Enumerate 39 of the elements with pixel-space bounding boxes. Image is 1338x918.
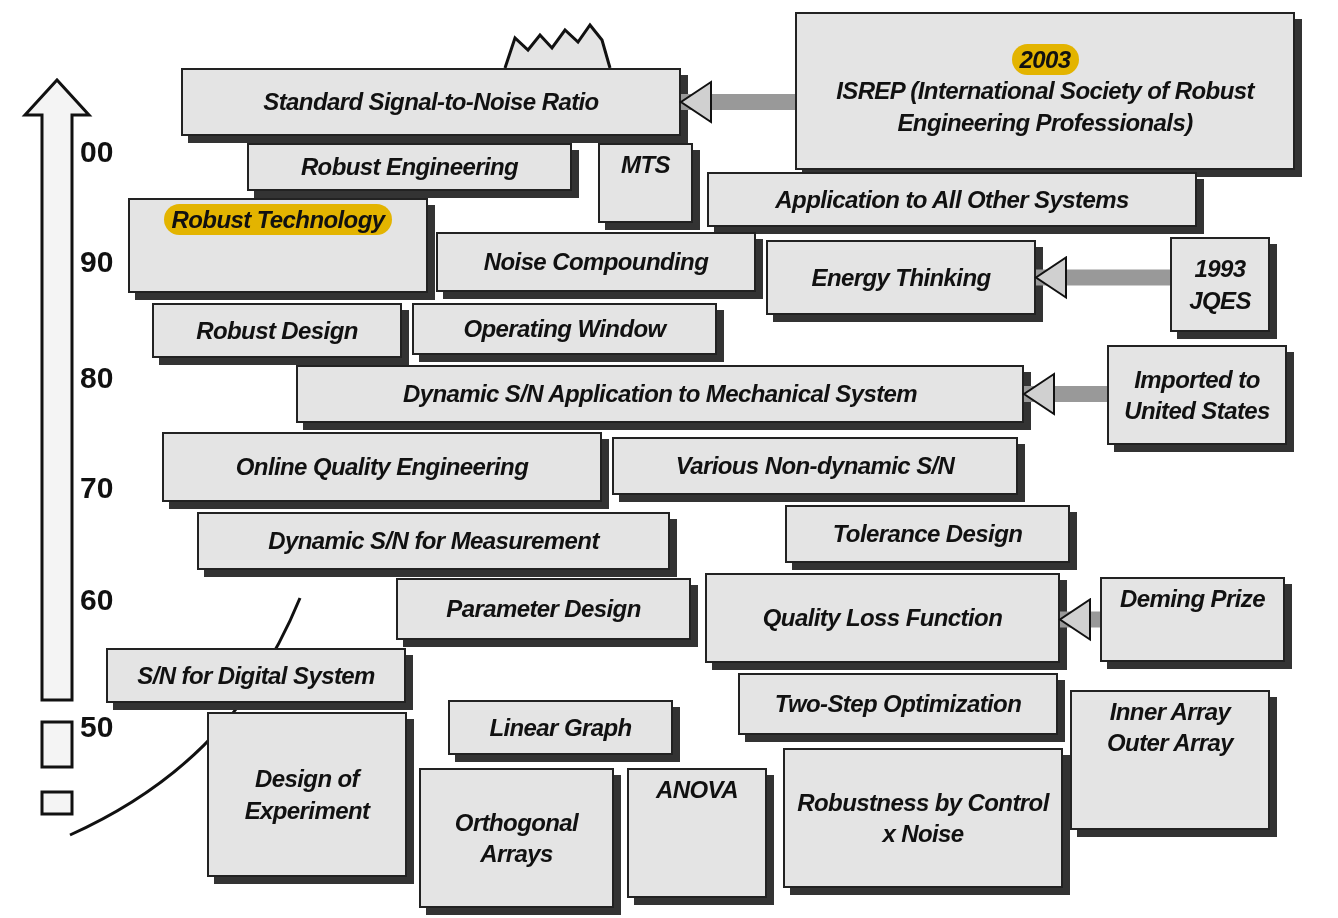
- axis-label: 50: [80, 710, 114, 744]
- concept-label: Tolerance Design: [832, 519, 1023, 550]
- concept-label: Operating Window: [463, 314, 666, 345]
- axis-label: 00: [80, 135, 114, 169]
- axis-label: 90: [80, 245, 114, 279]
- concept-label: Inner Array Outer Array: [1106, 697, 1236, 759]
- callout-text: 1993 JQES: [1188, 254, 1252, 316]
- concept-label: MTS: [621, 150, 670, 180]
- concept-label: Linear Graph: [489, 712, 632, 743]
- concept-label: Various Non-dynamic S/N: [675, 451, 955, 482]
- callout-text: Deming Prize: [1120, 584, 1265, 614]
- concept-label: Noise Compounding: [483, 247, 709, 278]
- concept-label: Robust Design: [196, 315, 358, 346]
- callout-arrow: [1023, 373, 1107, 415]
- concept-label: Design of Experiment: [243, 764, 372, 826]
- callout-text: Imported to United States: [1123, 364, 1271, 426]
- callout-arrow: [1035, 256, 1170, 299]
- callout-text: ISREP (International Society of Robust Engineering Professionals): [835, 76, 1257, 138]
- concept-label: Quality Loss Function: [762, 603, 1003, 634]
- concept-label: Energy Thinking: [811, 262, 991, 293]
- concept-label: Dynamic S/N Application to Mechanical System: [402, 379, 918, 410]
- concept-label: Parameter Design: [446, 594, 641, 625]
- axis-label: 70: [80, 471, 114, 505]
- callout-text: 2003: [1011, 44, 1079, 76]
- concept-label: Dynamic S/N for Measurement: [268, 526, 599, 557]
- callout-arrow: [680, 81, 795, 123]
- axis-label: 80: [80, 361, 114, 395]
- axis-label: 60: [80, 583, 114, 617]
- callout-arrow: [1059, 598, 1100, 641]
- concept-label: ANOVA: [656, 775, 738, 805]
- concept-label: S/N for Digital System: [137, 660, 375, 691]
- concept-label: Robust Engineering: [300, 152, 519, 183]
- concept-label: Two-Step Optimization: [774, 689, 1022, 720]
- concept-label: Robust Technology: [163, 204, 393, 236]
- concept-label: Online Quality Engineering: [235, 452, 529, 483]
- concept-label: Application to All Other Systems: [775, 184, 1129, 215]
- concept-label: Orthogonal Arrays: [453, 807, 580, 869]
- concept-label: Standard Signal-to-Noise Ratio: [263, 87, 599, 118]
- concept-label: Robustness by Control x Noise: [796, 787, 1051, 849]
